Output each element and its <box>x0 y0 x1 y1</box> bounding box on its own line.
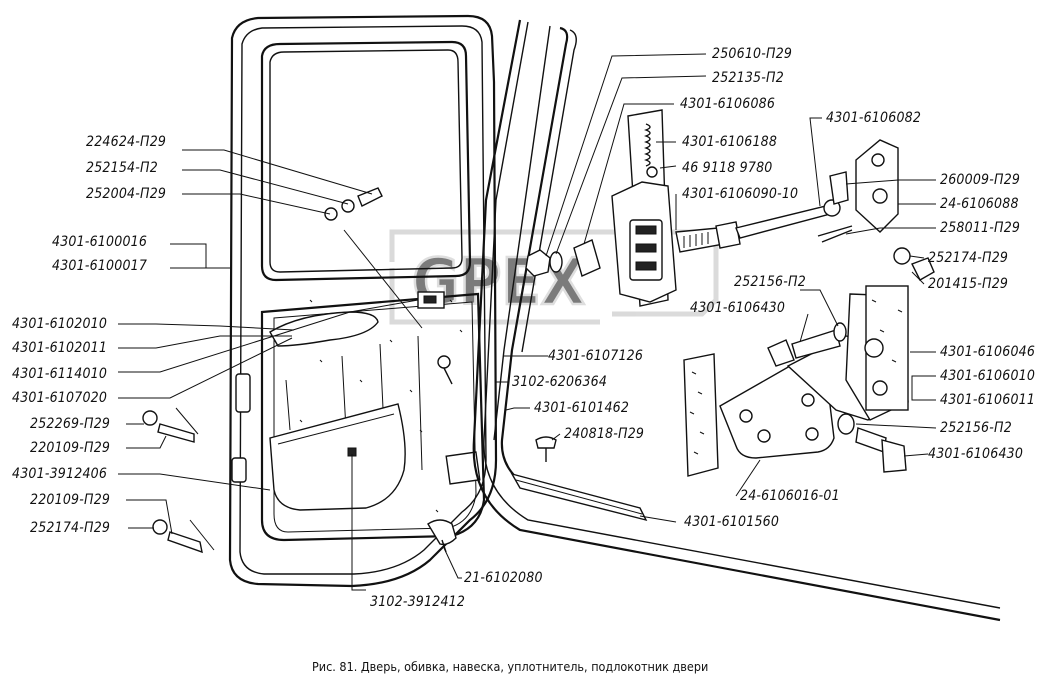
inner-handle <box>437 355 451 369</box>
washer-252174-right <box>893 247 911 265</box>
screw-240818 <box>535 436 557 449</box>
label-24-6106016-01: 24-6106016-01 <box>740 488 840 504</box>
washer-252174-left <box>152 519 168 535</box>
label-252004-p29: 252004-П29 <box>86 186 166 202</box>
label-4301-6100017: 4301-6100017 <box>52 258 147 274</box>
label-4301-6107020: 4301-6107020 <box>12 390 107 406</box>
washer-252156-upper <box>833 322 847 342</box>
label-4301-6106086: 4301-6106086 <box>680 96 775 112</box>
label-252156-p2-lower: 252156-П2 <box>940 420 1012 436</box>
label-224624-p29: 224624-П29 <box>86 134 166 150</box>
door-pocket <box>269 403 406 511</box>
nut-250610 <box>525 249 551 277</box>
washer-upper <box>324 207 338 221</box>
label-3102-6206364: 3102-6206364 <box>512 374 607 390</box>
label-24-6106088: 24-6106088 <box>940 196 1019 212</box>
door-hinge-slot-upper <box>235 373 251 413</box>
label-46-9118-9780: 46 9118 9780 <box>682 160 773 176</box>
screw-upper <box>357 187 383 207</box>
label-4301-3912406: 4301-3912406 <box>12 466 107 482</box>
washer-252135 <box>549 251 563 273</box>
label-252135-p2: 252135-П2 <box>712 70 784 86</box>
label-220109-p29-a: 220109-П29 <box>30 440 110 456</box>
label-4301-6107126: 4301-6107126 <box>548 348 643 364</box>
lower-hinge-assembly <box>535 285 909 477</box>
seal-pad-3102-6206364 <box>683 353 719 477</box>
figure-caption: Рис. 81. Дверь, обивка, навеска, уплотни… <box>312 659 708 674</box>
bushing-4301-6106086 <box>573 239 601 277</box>
washer-252156-lower <box>837 413 855 435</box>
label-4301-6106010: 4301-6106010 <box>940 368 1035 384</box>
label-4301-6100016: 4301-6100016 <box>52 234 147 250</box>
label-240818-p29: 240818-П29 <box>564 426 644 442</box>
label-252174-p29-left: 252174-П29 <box>30 520 110 536</box>
label-4301-6114010: 4301-6114010 <box>12 366 107 382</box>
label-4301-6101462: 4301-6101462 <box>534 400 629 416</box>
link-rod-4301-6106082 <box>735 205 832 239</box>
label-4301-6102011: 4301-6102011 <box>12 340 107 356</box>
label-4301-6106011: 4301-6106011 <box>940 392 1035 408</box>
callout-labels: 224624-П29 252154-П2 252004-П29 4301-610… <box>12 46 1035 610</box>
hinge-bracket-24-6106088 <box>855 139 899 233</box>
label-252174-p29-right: 252174-П29 <box>928 250 1008 266</box>
label-4301-6101560: 4301-6101560 <box>684 514 779 530</box>
label-21-6102080: 21-6102080 <box>464 570 543 586</box>
label-4301-6102010: 4301-6102010 <box>12 316 107 332</box>
lock-spring <box>644 123 651 167</box>
label-4301-6106188: 4301-6106188 <box>682 134 777 150</box>
label-258011-p29: 258011-П29 <box>940 220 1020 236</box>
label-4301-6106046: 4301-6106046 <box>940 344 1035 360</box>
label-3102-3912412: 3102-3912412 <box>370 594 465 610</box>
screw-220109-b <box>167 531 203 554</box>
door-hinge-slot-lower <box>231 457 247 483</box>
bolt-201415 <box>911 257 935 281</box>
bolt-4301-6106430-upper <box>767 339 795 367</box>
body-door-opening <box>472 19 1001 622</box>
washer-252269 <box>142 410 158 426</box>
armrest-handle <box>269 311 379 347</box>
label-252269-p29: 252269-П29 <box>30 416 110 432</box>
label-4301-6106090-10: 4301-6106090-10 <box>682 186 798 202</box>
label-4301-6106082: 4301-6106082 <box>826 110 921 126</box>
label-4301-6106430-lower: 4301-6106430 <box>928 446 1023 462</box>
pin-260009 <box>829 171 849 205</box>
screw-220109-a <box>157 423 195 443</box>
label-250610-p29: 250610-П29 <box>712 46 792 62</box>
door-reflector <box>445 451 481 485</box>
lock-assembly <box>525 109 935 307</box>
lock-ball <box>646 166 658 178</box>
label-252154-p2: 252154-П2 <box>86 160 158 176</box>
lock-washer-upper <box>341 199 355 213</box>
label-260009-p29: 260009-П29 <box>940 172 1020 188</box>
label-220109-p29-b: 220109-П29 <box>30 492 110 508</box>
label-252156-p2-upper: 252156-П2 <box>734 274 806 290</box>
label-201415-p29: 201415-П29 <box>928 276 1008 292</box>
cotter-pin-258011 <box>817 225 853 243</box>
label-4301-6106430-upper: 4301-6106430 <box>690 300 785 316</box>
leader-lines <box>118 53 937 591</box>
